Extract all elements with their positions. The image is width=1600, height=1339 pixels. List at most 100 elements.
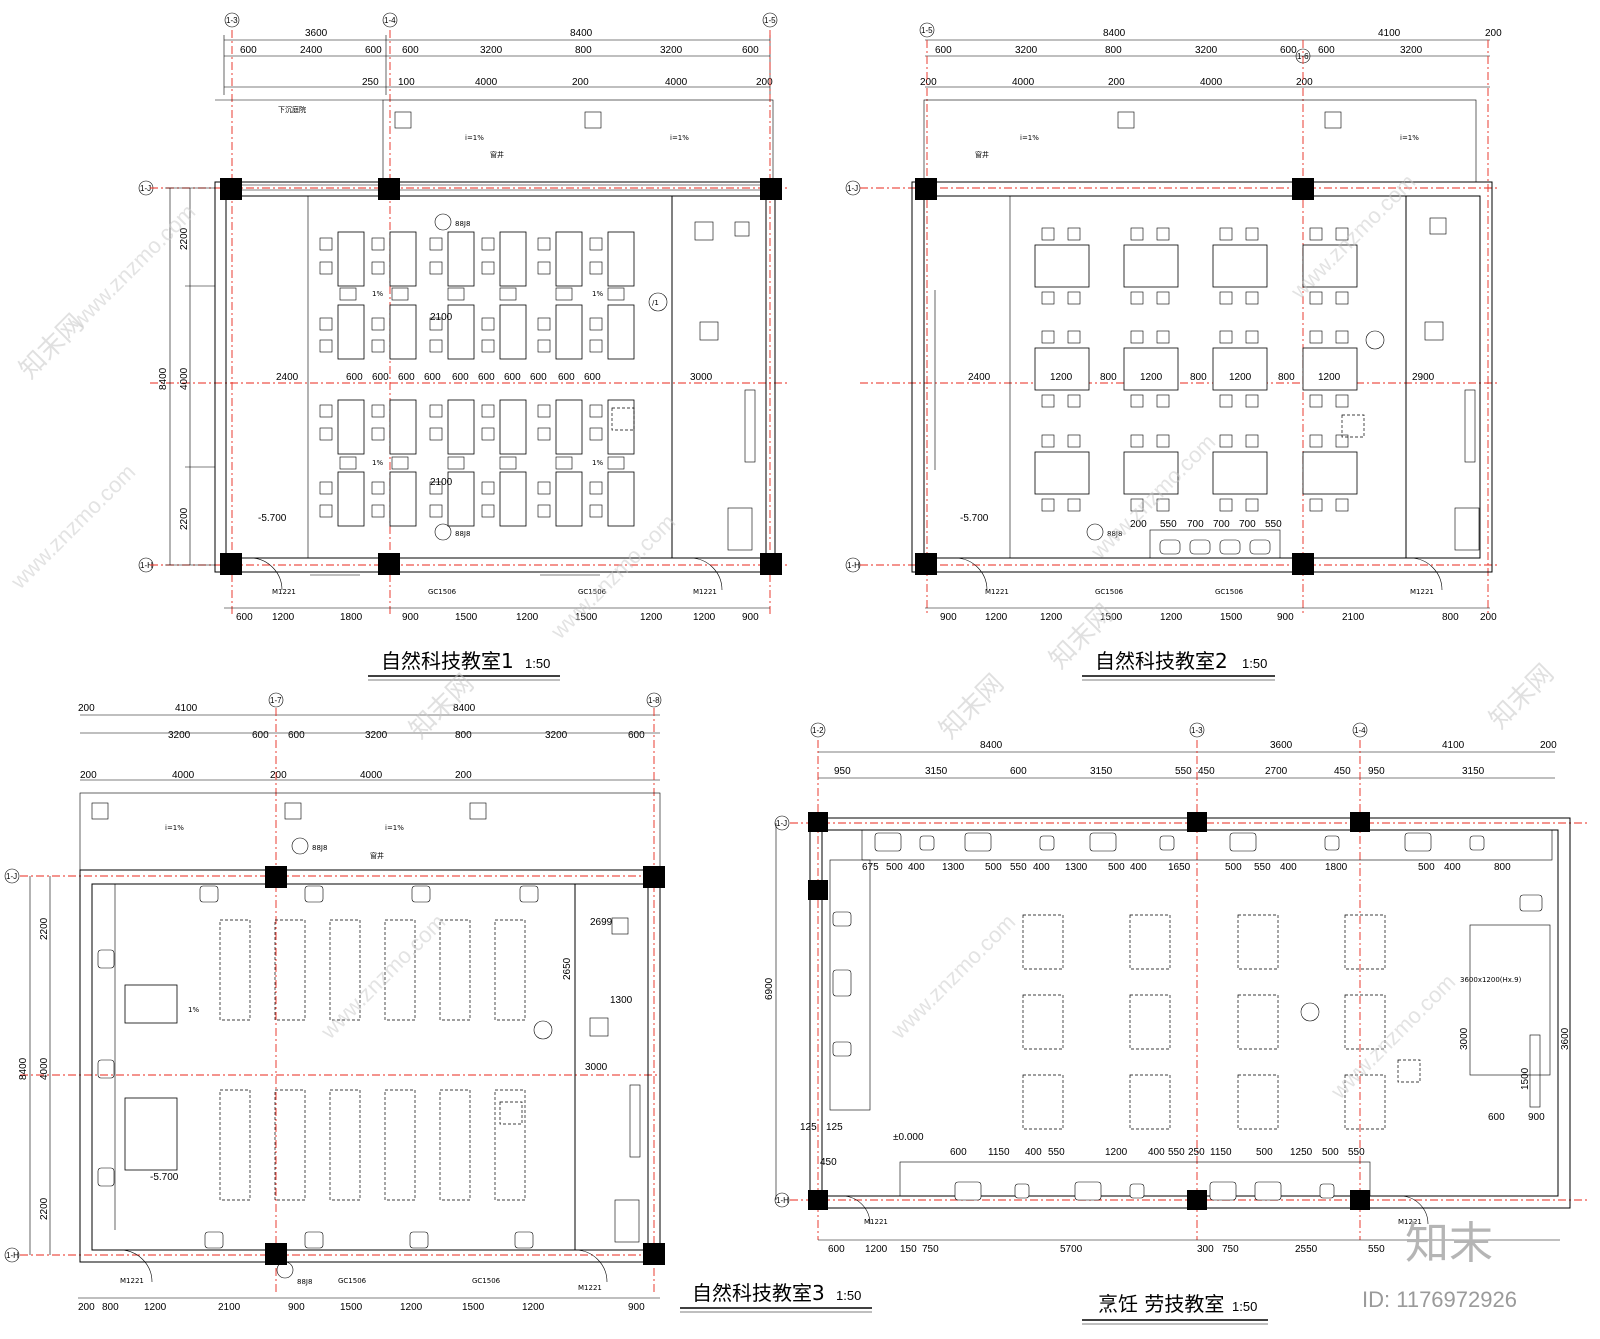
plan-4-dim: 3600 <box>1560 1027 1571 1050</box>
plan-1-label-window-well: 窗井 <box>490 150 504 159</box>
plan-3-dim: 600 <box>288 730 305 741</box>
watermark-url: www.znzmo.com <box>545 509 680 644</box>
plan-2-dim: 200 <box>920 77 937 88</box>
plan-1-light-well <box>382 99 774 183</box>
plan-1-title: 自然科技教室1 <box>381 649 514 673</box>
plan-4-dashed-tables <box>1022 914 1386 1130</box>
plan-1-grid-bubble <box>224 12 240 28</box>
plan-2-dim: 600 <box>935 45 952 56</box>
plan-4-grid: 1-2 <box>812 726 824 735</box>
plan-1-slope-label: 1% <box>372 459 383 467</box>
plan-1-dim-8400: 8400 <box>570 28 593 39</box>
plan-1-slope-b: i=1% <box>670 134 689 142</box>
plan-3-left-a: 2200 <box>39 917 50 940</box>
plan-4-bottom-dim: 300 <box>1197 1244 1214 1255</box>
plan-4-row-dim: 500 <box>1418 862 1435 873</box>
plan-1-column <box>220 178 242 200</box>
plan-1-mid-dim: 600 <box>530 372 547 383</box>
plan-4: 8400 3600 4100 200 950 3150 600 3150 550… <box>764 722 1590 1325</box>
plan-4-dim: 2700 <box>1265 766 1288 777</box>
plan-4-grid: 1-H <box>776 1196 789 1205</box>
plan-2-bottom-dims: 900 1200 1200 1500 1200 1500 900 2100 80… <box>940 612 1497 623</box>
plan-4-grid: 1-4 <box>1354 726 1366 735</box>
plan-3-left-total: 8400 <box>18 1057 29 1080</box>
plan-4-row-dim: 500 <box>985 862 1002 873</box>
plan-1-dim-g: 3200 <box>660 45 683 56</box>
plan-2-mid-dims: 2400 1200 800 1200 800 1200 800 1200 290… <box>968 372 1435 383</box>
plan-1-dim-a: 600 <box>240 45 257 56</box>
plan-3-dim: 1300 <box>610 995 633 1006</box>
plan-1-left-b: 4000 <box>179 367 190 390</box>
plan-2-window-label: GC1506 <box>1095 588 1124 596</box>
plan-2-bottom-dim: 1200 <box>1040 612 1063 623</box>
plan-3-dim: 4000 <box>172 770 195 781</box>
watermark-url: www.znzmo.com <box>1325 969 1460 1104</box>
plan-4-dim: 600 <box>1010 766 1027 777</box>
plan-2-mid-dim: 2400 <box>968 372 991 383</box>
plan-2-grid: 1-J <box>847 184 858 193</box>
plan-4-row-dim: 550 <box>1348 1147 1365 1158</box>
plan-1-column <box>220 553 242 575</box>
plan-4-row-dim: 250 <box>1188 1147 1205 1158</box>
plan-3-dim: 4000 <box>360 770 383 781</box>
plan-1-door-swing <box>689 557 723 591</box>
plan-3-slope: i=1% <box>385 824 404 832</box>
plan-2-bottom-dim: 1200 <box>1160 612 1183 623</box>
plan-1-mid-dim: 2400 <box>276 372 299 383</box>
image-id-label: ID: 1176972926 <box>1362 1287 1517 1312</box>
plan-3-bottom-dim: 200 <box>78 1302 95 1313</box>
plan-3-window-label: GC1506 <box>472 1277 501 1285</box>
plan-4-dim: 3000 <box>1459 1027 1470 1050</box>
plan-3-dim: 200 <box>80 770 97 781</box>
plan-2-dim: 4000 <box>1012 77 1035 88</box>
plan-2-mid-dim: 800 <box>1100 372 1117 383</box>
plan-2-dim: 200 <box>1296 77 1313 88</box>
plan-4-grid: 1-J <box>776 819 787 828</box>
plan-2-sink-counter <box>1149 529 1281 559</box>
plan-2-ref: 88J8 <box>1107 530 1122 538</box>
plan-1-mid-dim: 600 <box>504 372 521 383</box>
plan-1-dim-e: 3200 <box>480 45 503 56</box>
plan-4-row-dim: 1650 <box>1168 862 1191 873</box>
plan-2-dim: 200 <box>1130 519 1147 530</box>
plan-1-left-total: 8400 <box>158 367 169 390</box>
plan-1-axes <box>150 30 790 615</box>
plan-4-dim: 3150 <box>1462 766 1485 777</box>
plan-4-dim: 8400 <box>980 740 1003 751</box>
plan-1-mid-dims: 2400 600 600 600 600 600 600 600 600 600… <box>276 372 713 383</box>
plan-4-counter-right <box>1469 924 1551 1076</box>
plan-1-door-label: M1221 <box>693 588 717 596</box>
plan-1-bottom-dim: 1200 <box>272 612 295 623</box>
plan-2-dim: 200 <box>1108 77 1125 88</box>
plan-1-bottom-dim: 1200 <box>516 612 539 623</box>
brand-logo-text: 知末 <box>1405 1218 1493 1269</box>
plan-1-slope-a: i=1% <box>465 134 484 142</box>
plan-1-ref-b: 88J8 <box>455 530 470 538</box>
plan-2-dim: 4000 <box>1200 77 1223 88</box>
plan-4-row-a-dims: 675 500 400 1300 500 550 400 1300 500 40… <box>862 862 1511 873</box>
plan-3-grid: 1-7 <box>270 696 282 705</box>
plan-3-dim: 2699 <box>590 917 613 928</box>
plan-1-scale: 1:50 <box>525 656 550 671</box>
plan-4-counter-top <box>861 829 1553 861</box>
plan-4-row-dim: 400 <box>1148 1147 1165 1158</box>
plan-4-dim: 950 <box>834 766 851 777</box>
plan-1-bottom-dim: 1800 <box>340 612 363 623</box>
plan-4-row-dim: 600 <box>950 1147 967 1158</box>
plan-1-left-a: 2200 <box>179 227 190 250</box>
plan-2-bottom-dim: 2100 <box>1342 612 1365 623</box>
plan-4-bottom-dim: 750 <box>1222 1244 1239 1255</box>
plan-4-dim: 450 <box>1198 766 1215 777</box>
plan-4-bottom-dim: 150 <box>900 1244 917 1255</box>
plan-1-door-label: M1221 <box>272 588 296 596</box>
plan-3-bottom-dim: 1500 <box>340 1302 363 1313</box>
plan-1-grid-1-J: 1-J <box>140 184 151 193</box>
plan-1-mid-dim: 600 <box>584 372 601 383</box>
plan-2-label-window-well: 窗井 <box>975 150 989 159</box>
plan-3-window-well: 窗井 <box>370 851 384 860</box>
plan-3-door-label: M1221 <box>120 1277 144 1285</box>
plan-4-dim: 900 <box>1528 1112 1545 1123</box>
plan-1-mid-dim: 600 <box>424 372 441 383</box>
plan-4-row-dim: 550 <box>1168 1147 1185 1158</box>
